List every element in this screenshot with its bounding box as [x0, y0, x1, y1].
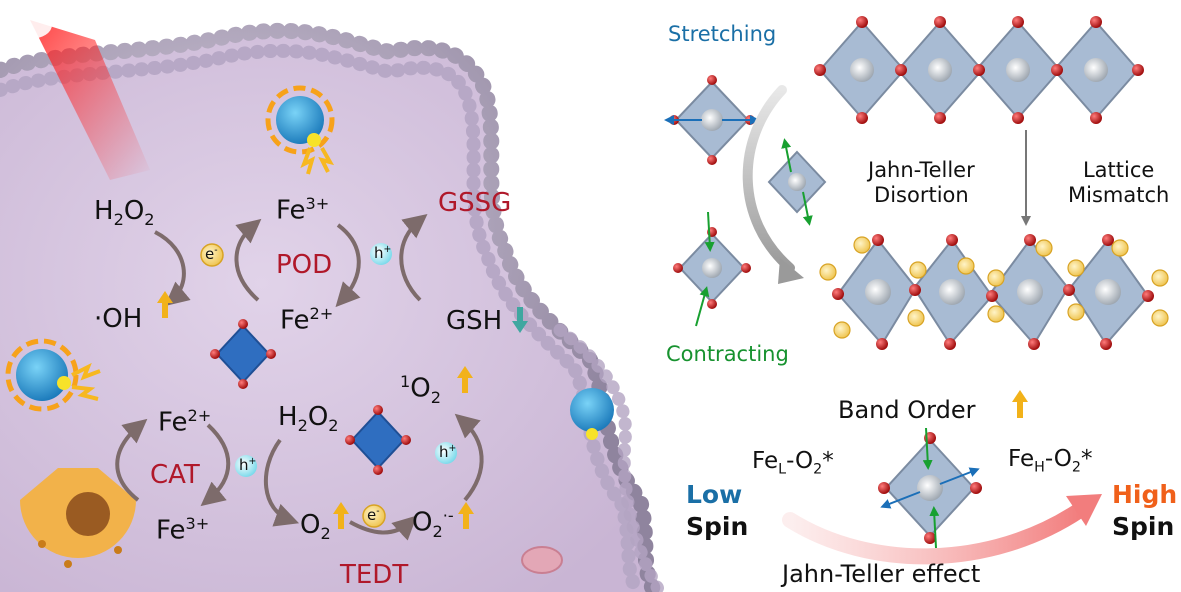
nanoparticle-icon: [570, 388, 614, 440]
label-e-bottom: e-: [367, 506, 380, 524]
electron-badges: [819, 236, 1169, 339]
up-arrow-icon: [1012, 390, 1028, 418]
label-fe-high: FeH-O2*: [1008, 446, 1093, 476]
hole-badge: [435, 442, 457, 464]
label-low-spin: Spin: [686, 512, 749, 541]
label-h-top: h+: [374, 244, 392, 262]
label-oh: ·OH: [94, 304, 143, 334]
up-arrow-icon: [333, 502, 349, 529]
label-singlet-oxygen: 1O2: [400, 372, 441, 407]
octahedron-stretched: [664, 75, 760, 165]
label-gssg: GSSG: [438, 188, 512, 218]
transition-arrow: [742, 85, 795, 273]
mitochondrion-icon: [521, 546, 563, 574]
nanoparticle-icon: [5, 338, 101, 412]
laser-spot: [8, 11, 52, 39]
label-h2o2-top: H2O2: [94, 196, 155, 230]
neighbor-membrane: [553, 323, 667, 592]
jahn-teller-arrowhead: [1066, 494, 1102, 526]
label-tedt: TEDT: [340, 560, 409, 590]
label-jahn-teller-effect: Jahn-Teller effect: [782, 560, 981, 588]
label-fe2-bottom: Fe2+: [158, 406, 212, 438]
arrow-h2o2-to-o2: [263, 438, 300, 527]
electron-badge: [200, 243, 224, 267]
label-superoxide: O2·-: [412, 506, 454, 541]
label-e-top: e-: [205, 245, 218, 263]
octahedron-icon: [210, 319, 276, 389]
laser-beam-icon: [30, 20, 150, 180]
hole-badge: [370, 243, 392, 265]
label-fe-low: FeL-O2*: [752, 448, 834, 478]
cell-membrane: [0, 22, 663, 592]
label-h-mid: h+: [239, 456, 257, 474]
label-low: Low: [686, 480, 743, 509]
down-arrow-icon: [512, 307, 528, 333]
label-high: High: [1112, 480, 1178, 509]
octahedron-middle: [767, 138, 827, 226]
label-cat: CAT: [150, 460, 200, 490]
octahedron-chain-bottom: [832, 234, 1154, 350]
arrow-fe3-fe2-left: [234, 218, 262, 302]
arrow-cat-right: [200, 423, 231, 507]
transition-arrowhead: [778, 258, 804, 284]
label-fe3-bottom: Fe3+: [156, 514, 210, 546]
octahedron-icon: [345, 405, 411, 475]
arrow-radical-to-singlet: [454, 413, 484, 502]
jahn-teller-effect-arrow: [782, 502, 1088, 565]
arrow-gsh-to-gssg: [399, 213, 428, 302]
label-pod: POD: [276, 250, 333, 280]
nanoparticle-icon: [265, 85, 335, 175]
label-fe2-top: Fe2+: [280, 304, 334, 336]
electron-badge: [362, 504, 386, 528]
label-high-spin: Spin: [1112, 512, 1175, 541]
cell-membrane-inner: [0, 43, 645, 592]
arrow-cat-left: [115, 418, 148, 502]
arrow-fe3-fe2-right: [335, 223, 361, 308]
label-gsh: GSH: [446, 306, 503, 336]
label-stretching: Stretching: [668, 22, 777, 46]
octahedron-spin: [878, 427, 982, 549]
hole-badge: [235, 455, 257, 477]
arrow-o2-to-o2-radical: [349, 515, 418, 541]
yolk-shell-icon: [20, 468, 136, 568]
octahedron-contracted: [673, 211, 751, 327]
label-h-right: h+: [439, 443, 457, 461]
up-arrow-icon: [457, 366, 473, 393]
label-fe3-top: Fe3+: [276, 194, 330, 226]
label-o2: O2: [300, 510, 331, 544]
octahedron-chain-top: [814, 16, 1144, 124]
label-h2o2-bottom: H2O2: [278, 402, 339, 436]
label-contracting: Contracting: [666, 342, 789, 366]
label-band-order: Band Order: [838, 396, 976, 424]
up-arrow-icon: [157, 291, 173, 318]
up-arrow-icon: [458, 502, 474, 529]
arrow-h2o2-to-oh: [154, 230, 191, 307]
